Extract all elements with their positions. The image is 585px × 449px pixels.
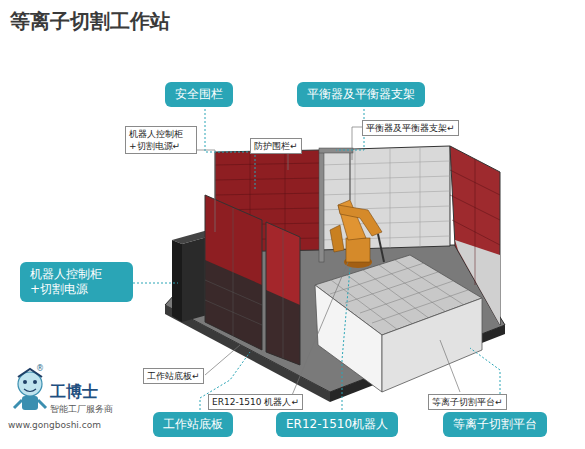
part-label: 工作站底板↵ xyxy=(143,368,204,384)
fence-mesh xyxy=(205,208,283,358)
part-label: 等离子切割平台↵ xyxy=(428,394,507,410)
cutting-table xyxy=(382,298,482,392)
leader-line xyxy=(196,127,460,400)
box-text: 等离子切割平台 xyxy=(453,417,537,432)
logo-figure xyxy=(14,369,46,410)
cutting-table xyxy=(315,285,382,392)
box-text: 安全围栏 xyxy=(175,87,223,102)
part-label: 防护围栏↵ xyxy=(250,138,302,154)
callout-box: 工作站底板 xyxy=(153,412,233,437)
box-text: 防护围栏↵ xyxy=(254,140,298,152)
callout-leader xyxy=(133,109,500,410)
page-title: 等离子切割工作站 xyxy=(10,8,170,35)
box-text: 工作站底板 xyxy=(163,417,223,432)
box-text: ER12-1510机器人 xyxy=(286,417,388,432)
part-label: 平衡器及平衡器支架↵ xyxy=(362,120,459,136)
box-text: 工作站底板↵ xyxy=(147,370,200,382)
fence-mesh xyxy=(450,159,500,285)
box-text: ER12-1510 机器人↵ xyxy=(212,396,299,408)
robot xyxy=(330,200,384,268)
box-text: 等离子切割平台↵ xyxy=(432,396,503,408)
cabinet xyxy=(172,240,182,322)
callout-box: 安全围栏 xyxy=(165,82,233,107)
part-label: 机器人控制柜+切割电源↵ xyxy=(125,126,197,154)
callout-box: 平衡器及平衡器支架 xyxy=(297,82,425,107)
watermark-url: www.gongboshi.com xyxy=(8,420,101,430)
callout-box: 机器人控制柜+切割电源 xyxy=(20,262,133,302)
box-text: 机器人控制柜+切割电源 xyxy=(30,267,123,297)
callout-box: ER12-1510机器人 xyxy=(276,412,398,437)
callout-box: 等离子切割平台 xyxy=(443,412,547,437)
logo-slogan: 智能工厂服务商 xyxy=(50,403,113,416)
box-text: 机器人控制柜+切割电源↵ xyxy=(129,128,193,152)
registered-mark: ® xyxy=(36,364,44,373)
base-top xyxy=(165,245,505,392)
box-text: 平衡器及平衡器支架 xyxy=(307,87,415,102)
box-text: 平衡器及平衡器支架↵ xyxy=(366,122,455,134)
part-label: ER12-1510 机器人↵ xyxy=(208,394,303,410)
fence-panel xyxy=(205,260,262,350)
logo-text: 工博士 xyxy=(50,382,98,403)
fence-panel xyxy=(205,195,262,350)
fence-panel xyxy=(266,222,300,365)
